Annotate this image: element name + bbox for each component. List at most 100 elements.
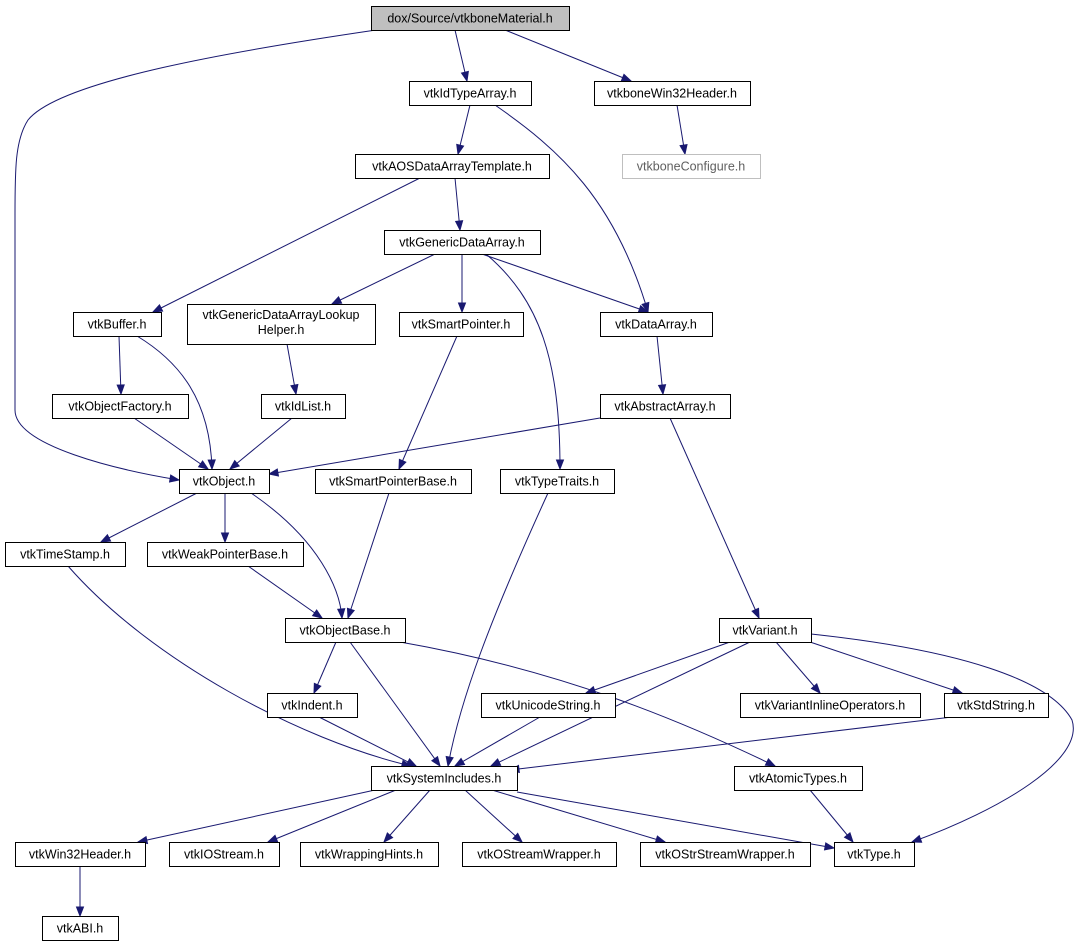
edge-line: [247, 565, 323, 619]
node-unicode[interactable]: vtkUnicodeString.h: [481, 693, 616, 718]
node-label: vtkBuffer.h: [88, 318, 147, 332]
arrow-head: [910, 834, 923, 843]
node-box: [481, 693, 616, 718]
arrow-head: [197, 460, 210, 470]
edge-line: [152, 177, 421, 313]
node-idlist[interactable]: vtkIdList.h: [261, 394, 346, 419]
node-label: vtkVariant.h: [732, 624, 797, 638]
arrow-head: [654, 835, 667, 844]
node-indent[interactable]: vtkIndent.h: [267, 693, 358, 718]
arrow-head: [207, 459, 216, 471]
edge-line: [67, 565, 412, 767]
node-label: vtkSmartPointerBase.h: [329, 475, 457, 489]
node-box: [371, 6, 570, 31]
node-weakbase[interactable]: vtkWeakPointerBase.h: [147, 542, 304, 567]
node-iostream[interactable]: vtkIOStream.h: [169, 842, 280, 867]
node-root[interactable]: dox/Source/vtkboneMaterial.h: [371, 6, 570, 31]
arrow-head: [512, 832, 524, 843]
arrow-head: [457, 302, 467, 314]
node-config[interactable]: vtkboneConfigure.h: [622, 154, 761, 179]
arrow-head: [75, 906, 85, 918]
node-box: [399, 312, 524, 337]
edge-atomic-to-type: [809, 789, 854, 844]
edge-line: [485, 253, 561, 470]
node-object[interactable]: vtkObject.h: [179, 469, 270, 494]
node-smartbase[interactable]: vtkSmartPointerBase.h: [315, 469, 472, 494]
node-box: [147, 542, 304, 567]
node-label: vtkWeakPointerBase.h: [162, 548, 288, 562]
arrow-head: [116, 384, 125, 396]
node-box: [740, 693, 921, 718]
node-idtype[interactable]: vtkIdTypeArray.h: [409, 81, 532, 106]
edge-line: [136, 335, 213, 470]
edge-object-to-weakbase: [220, 493, 230, 544]
node-abstract[interactable]: vtkAbstractArray.h: [600, 394, 731, 419]
node-label: vtkboneWin32Header.h: [607, 87, 737, 101]
arrow-head: [383, 832, 394, 844]
node-box: [594, 81, 751, 106]
node-generic[interactable]: vtkGenericDataArray.h: [384, 230, 541, 255]
node-stdstring[interactable]: vtkStdString.h: [944, 693, 1049, 718]
node-sysinc[interactable]: vtkSystemIncludes.h: [371, 766, 518, 791]
edge-line: [383, 789, 431, 843]
node-box: [169, 842, 280, 867]
node-ostrstream[interactable]: vtkOStrStreamWrapper.h: [640, 842, 811, 867]
edge-line: [398, 335, 458, 470]
node-label: vtkboneConfigure.h: [637, 160, 745, 174]
node-atomic[interactable]: vtkAtomicTypes.h: [734, 766, 863, 791]
node-box: [73, 312, 162, 337]
edge-line: [656, 335, 664, 395]
edge-variant-to-sysinc: [489, 641, 751, 767]
node-label: vtkSmartPointer.h: [412, 318, 511, 332]
node-wrapping[interactable]: vtkWrappingHints.h: [300, 842, 439, 867]
arrow-head: [168, 474, 181, 483]
arrow-head: [398, 458, 407, 471]
node-timestamp[interactable]: vtkTimeStamp.h: [5, 542, 126, 567]
edge-line: [669, 417, 760, 619]
edge-smartptr-to-smartbase: [398, 335, 458, 471]
node-objfactory[interactable]: vtkObjectFactory.h: [52, 394, 189, 419]
arrow-head: [430, 755, 441, 768]
node-variant[interactable]: vtkVariant.h: [719, 618, 812, 643]
node-box: [462, 842, 617, 867]
node-smartptr[interactable]: vtkSmartPointer.h: [399, 312, 524, 337]
node-objbase[interactable]: vtkObjectBase.h: [285, 618, 406, 643]
node-label: vtkIOStream.h: [184, 848, 264, 862]
node-label: vtkAtomicTypes.h: [749, 772, 847, 786]
node-box: [600, 394, 731, 419]
node-varinline[interactable]: vtkVariantInlineOperators.h: [740, 693, 921, 718]
node-abi[interactable]: vtkABI.h: [42, 916, 119, 941]
node-box: [285, 618, 406, 643]
edge-line: [775, 641, 821, 694]
node-aos[interactable]: vtkAOSDataArrayTemplate.h: [355, 154, 550, 179]
node-typetraits[interactable]: vtkTypeTraits.h: [500, 469, 615, 494]
arrow-head: [679, 143, 688, 156]
arrow-head: [620, 73, 633, 82]
node-win32hdr[interactable]: vtkboneWin32Header.h: [594, 81, 751, 106]
node-label: vtkOStrStreamWrapper.h: [655, 848, 794, 862]
node-box: [640, 842, 811, 867]
node-box: [267, 693, 358, 718]
edge-buffer-to-objfactory: [116, 335, 125, 396]
edge-idlist-to-object: [228, 417, 293, 470]
edge-abstract-to-object: [267, 417, 601, 477]
node-box: [500, 469, 615, 494]
edge-typetraits-to-sysinc: [445, 492, 549, 768]
edge-object-to-objbase: [250, 492, 346, 620]
node-ostream[interactable]: vtkOStreamWrapper.h: [462, 842, 617, 867]
node-label: vtkType.h: [847, 848, 901, 862]
arrow-head: [751, 607, 760, 620]
node-label: vtkIdTypeArray.h: [424, 87, 517, 101]
node-type[interactable]: vtkType.h: [834, 842, 915, 867]
edge-line: [318, 716, 417, 767]
edge-line: [250, 492, 343, 619]
edge-root-to-idtype: [454, 29, 469, 83]
node-dataarray[interactable]: vtkDataArray.h: [600, 312, 713, 337]
arrow-head: [454, 220, 464, 232]
edge-generic-to-lookup: [330, 253, 436, 305]
arrow-head: [641, 301, 650, 314]
edge-buffer-to-object: [136, 335, 216, 471]
node-win32[interactable]: vtkWin32Header.h: [15, 842, 146, 867]
node-buffer[interactable]: vtkBuffer.h: [73, 312, 162, 337]
